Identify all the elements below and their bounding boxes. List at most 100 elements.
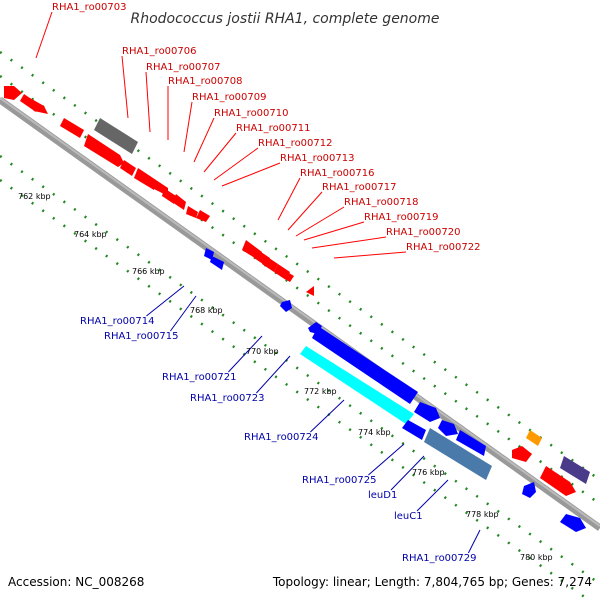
kbp-label: 778 kbp xyxy=(466,510,499,519)
kbp-scale-labels: 762 kbp 764 kbp 766 kbp 768 kbp 770 kbp 772 k… xyxy=(18,192,553,562)
gene-arrow-ro00718[interactable] xyxy=(262,256,278,272)
forward-label-leader xyxy=(277,177,301,221)
forward-label-leader xyxy=(145,71,151,133)
gene-label-rha1-ro00711[interactable]: RHA1_ro00711 xyxy=(236,123,311,134)
gene-label-rha1-ro00703[interactable]: RHA1_ro00703 xyxy=(52,2,127,13)
gene-label-rha1-ro00717[interactable]: RHA1_ro00717 xyxy=(322,182,397,193)
gene-arrow-ro00729[interactable] xyxy=(560,514,586,532)
gene-label-rha1-ro00722[interactable]: RHA1_ro00722 xyxy=(406,242,481,253)
tick-track-4 xyxy=(0,178,591,600)
gene-block-cyan[interactable] xyxy=(300,346,414,424)
kbp-label: 780 kbp xyxy=(520,553,553,562)
gene-arrow-right-red-2[interactable] xyxy=(540,466,576,496)
gene-label-rha1-ro00712[interactable]: RHA1_ro00712 xyxy=(258,138,333,149)
gene-arrow-right-red-1[interactable] xyxy=(512,446,532,462)
gene-label-rha1-ro00729[interactable]: RHA1_ro00729 xyxy=(402,553,477,564)
gene-block-ro00724[interactable] xyxy=(312,326,418,404)
gene-arrow-leuC1[interactable] xyxy=(456,430,486,456)
gene-arrow-ro00706[interactable] xyxy=(60,118,84,138)
tick-track-3 xyxy=(0,154,600,586)
gene-label-rha1-ro00725[interactable]: RHA1_ro00725 xyxy=(302,475,377,486)
gene-block-orange[interactable] xyxy=(526,430,542,446)
gene-arrow-blue-2[interactable] xyxy=(402,420,426,440)
reverse-label-leader xyxy=(390,455,425,491)
accession-text: Accession: NC_008268 xyxy=(8,575,144,589)
gene-arrow-ro00711[interactable] xyxy=(162,188,176,204)
map-title: Rhodococcus jostii RHA1, complete genome xyxy=(130,11,439,27)
forward-label-leader xyxy=(35,11,53,59)
gene-arrow-leuD1[interactable] xyxy=(438,420,458,436)
kbp-label: 766 kbp xyxy=(132,267,165,276)
gene-block-grey[interactable] xyxy=(94,118,138,154)
gene-arrow-ro00720[interactable] xyxy=(280,270,294,282)
kbp-label: 770 kbp xyxy=(246,347,279,356)
gene-label-rha1-ro00724[interactable]: RHA1_ro00724 xyxy=(244,432,319,443)
gene-label-rha1-ro00720[interactable]: RHA1_ro00720 xyxy=(386,227,461,238)
gene-block-steel[interactable] xyxy=(424,428,492,480)
reverse-label-leader xyxy=(467,529,481,554)
forward-strand-genes xyxy=(4,86,576,496)
gene-arrow-ro00709[interactable] xyxy=(134,168,156,190)
gene-arrow-ro00729a[interactable] xyxy=(522,482,536,498)
genome-backbone xyxy=(0,97,600,531)
kbp-label: 762 kbp xyxy=(18,192,51,201)
forward-label-leader xyxy=(333,251,407,259)
gene-arrow-ro00721[interactable] xyxy=(280,300,292,312)
reverse-label-leader xyxy=(228,335,263,373)
reverse-gene-labels: RHA1_ro00714RHA1_ro00715RHA1_ro00721RHA1… xyxy=(80,316,477,564)
gene-arrow-ro00715[interactable] xyxy=(210,256,224,270)
tick-track-1 xyxy=(0,50,600,482)
gene-arrow-ro00705[interactable] xyxy=(28,98,48,114)
gene-arrow-ro00708[interactable] xyxy=(120,160,136,176)
reverse-label-leader xyxy=(310,399,345,433)
gene-label-rha1-ro00723[interactable]: RHA1_ro00723 xyxy=(190,393,265,404)
kbp-label: 768 kbp xyxy=(190,306,223,315)
forward-gene-labels: RHA1_ro00703RHA1_ro00706RHA1_ro00707RHA1… xyxy=(52,2,481,253)
reverse-label-leader xyxy=(256,355,291,394)
reverse-label-leader xyxy=(169,295,197,332)
gene-arrow-ro00707[interactable] xyxy=(84,134,124,167)
gene-label-rha1-ro00721[interactable]: RHA1_ro00721 xyxy=(162,372,237,383)
gene-label-rha1-ro00708[interactable]: RHA1_ro00708 xyxy=(168,76,243,87)
gene-arrow-ro00713[interactable] xyxy=(186,206,198,218)
forward-label-leader xyxy=(121,55,129,119)
gene-label-rha1-ro00710[interactable]: RHA1_ro00710 xyxy=(214,108,289,119)
gene-block-purple[interactable] xyxy=(560,456,590,484)
forward-label-leader xyxy=(213,147,259,181)
gene-arrow-ro00725[interactable] xyxy=(414,402,440,422)
gene-arrow-ro00714[interactable] xyxy=(204,248,214,260)
genome-summary-text: Topology: linear; Length: 7,804,765 bp; … xyxy=(272,575,592,589)
gene-label-rha1-ro00716[interactable]: RHA1_ro00716 xyxy=(300,168,375,179)
gene-label-rha1-ro00714[interactable]: RHA1_ro00714 xyxy=(80,316,155,327)
gene-label-rha1-ro00707[interactable]: RHA1_ro00707 xyxy=(146,62,221,73)
forward-label-leader xyxy=(303,221,365,241)
gene-label-leuc1[interactable]: leuC1 xyxy=(394,511,423,522)
gene-arrow-ro00703[interactable] xyxy=(4,86,22,100)
reverse-label-leaders xyxy=(146,285,481,554)
gene-label-leud1[interactable]: leuD1 xyxy=(368,490,397,501)
forward-label-leader xyxy=(203,132,237,173)
gene-arrow-ro00713b[interactable] xyxy=(196,210,210,222)
reverse-label-leader xyxy=(416,479,449,512)
kbp-label: 776 kbp xyxy=(412,468,445,477)
forward-label-leaders xyxy=(35,11,407,259)
gene-label-rha1-ro00719[interactable]: RHA1_ro00719 xyxy=(364,212,439,223)
forward-label-leader xyxy=(287,191,323,231)
forward-label-leader xyxy=(311,236,387,249)
gene-label-rha1-ro00718[interactable]: RHA1_ro00718 xyxy=(344,197,419,208)
kbp-label: 774 kbp xyxy=(358,428,391,437)
forward-label-leader xyxy=(221,162,281,187)
gene-arrow-ro00712[interactable] xyxy=(172,194,186,210)
gene-label-rha1-ro00706[interactable]: RHA1_ro00706 xyxy=(122,46,197,57)
gene-label-rha1-ro00713[interactable]: RHA1_ro00713 xyxy=(280,153,355,164)
gene-label-rha1-ro00715[interactable]: RHA1_ro00715 xyxy=(104,331,179,342)
gene-label-rha1-ro00709[interactable]: RHA1_ro00709 xyxy=(192,92,267,103)
forward-label-leader xyxy=(193,117,215,163)
kbp-label: 764 kbp xyxy=(74,230,107,239)
reverse-label-leader xyxy=(146,285,185,317)
reverse-strand-genes xyxy=(204,248,586,532)
gene-arrow-ro00722[interactable] xyxy=(306,286,314,296)
reverse-label-leader xyxy=(368,443,405,476)
kbp-label: 772 kbp xyxy=(304,387,337,396)
